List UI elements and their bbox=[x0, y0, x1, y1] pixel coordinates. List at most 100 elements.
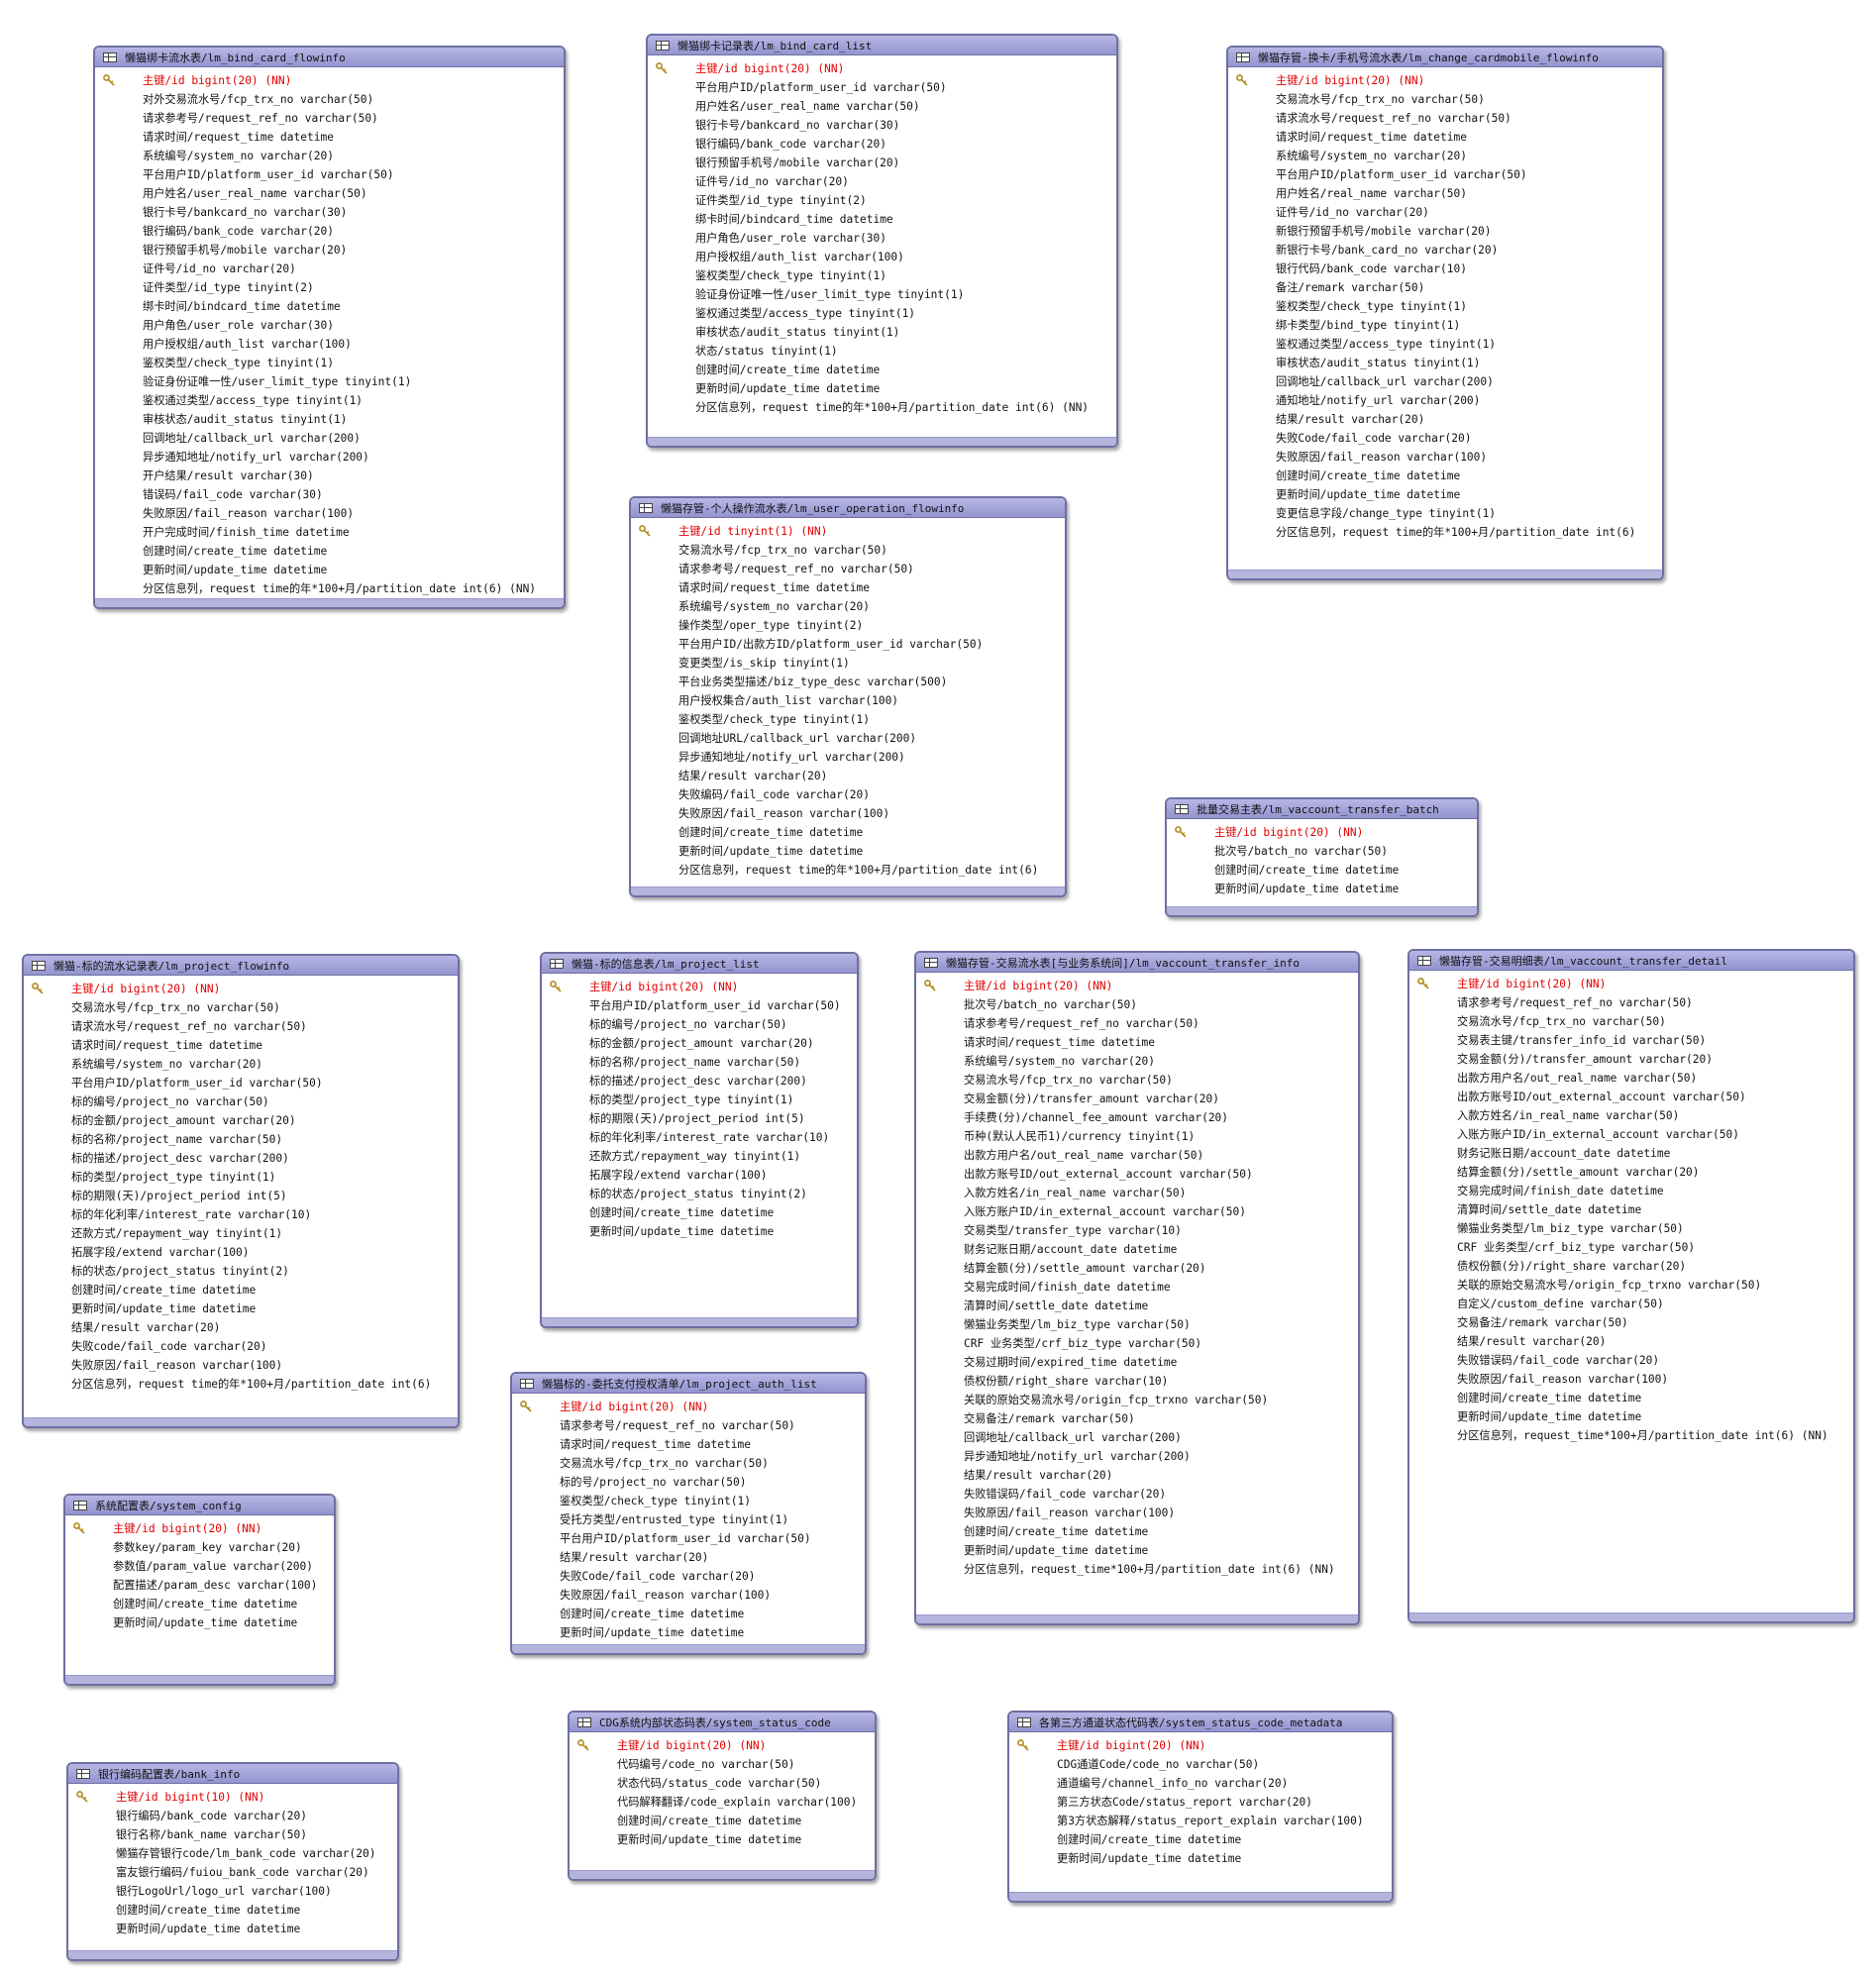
primary-key-column[interactable]: 主键/id bigint(20) (NN) bbox=[65, 1519, 334, 1538]
table-column[interactable]: 请求参考号/request_ref_no varchar(50) bbox=[631, 560, 1065, 578]
table-column[interactable]: 关联的原始交易流水号/origin_fcp_trxno varchar(50) bbox=[1409, 1276, 1853, 1295]
table-column[interactable]: 更新时间/update_time datetime bbox=[68, 1920, 397, 1938]
table-column[interactable]: 平台用户ID/出款方ID/platform_user_id varchar(50… bbox=[631, 635, 1065, 654]
primary-key-column[interactable]: 主键/id bigint(10) (NN) bbox=[68, 1788, 397, 1807]
table-column[interactable]: 创建时间/create_time datetime bbox=[631, 823, 1065, 842]
table-column[interactable]: 交易流水号/fcp_trx_no varchar(50) bbox=[512, 1454, 865, 1473]
table-column[interactable]: 银行卡号/bankcard_no varchar(30) bbox=[95, 203, 564, 222]
table-column[interactable]: 代码编号/code_no varchar(50) bbox=[570, 1755, 875, 1774]
table-column[interactable]: 变更类型/is_skip tinyint(1) bbox=[631, 654, 1065, 673]
table-column[interactable]: 出款方用户名/out_real_name varchar(50) bbox=[916, 1146, 1358, 1165]
table-column[interactable]: 状态代码/status_code varchar(50) bbox=[570, 1774, 875, 1793]
table-column[interactable]: 交易流水号/fcp_trx_no varchar(50) bbox=[1228, 90, 1662, 109]
table-column[interactable]: 懒猫业务类型/lm_biz_type varchar(50) bbox=[1409, 1219, 1853, 1238]
table-column[interactable]: 失败原因/fail_reason varchar(100) bbox=[631, 804, 1065, 823]
table-column[interactable]: 平台用户ID/platform_user_id varchar(50) bbox=[24, 1074, 458, 1092]
table-column[interactable]: 审核状态/audit_status tinyint(1) bbox=[1228, 354, 1662, 372]
table-column[interactable]: 更新时间/update_time datetime bbox=[631, 842, 1065, 861]
table-column[interactable]: 分区信息列，request time的年*100+月/partition_dat… bbox=[1228, 523, 1662, 542]
table-column[interactable]: 创建时间/create_time datetime bbox=[512, 1605, 865, 1623]
table-column[interactable]: 入账方账户ID/in_external_account varchar(50) bbox=[916, 1202, 1358, 1221]
table-column[interactable]: 交易过期时间/expired_time datetime bbox=[916, 1353, 1358, 1372]
table-column[interactable]: 鉴权通过类型/access_type tinyint(1) bbox=[95, 391, 564, 410]
table-column[interactable]: 拓展字段/extend varchar(100) bbox=[542, 1166, 857, 1185]
table-column[interactable]: 批次号/batch_no varchar(50) bbox=[916, 995, 1358, 1014]
table-column[interactable]: 鉴权类型/check_type tinyint(1) bbox=[648, 266, 1116, 285]
table-column[interactable]: 第三方状态Code/status_report varchar(20) bbox=[1009, 1793, 1392, 1812]
table-column[interactable]: 银行代码/bank_code varchar(10) bbox=[1228, 260, 1662, 278]
table-column[interactable]: 创建时间/create_time datetime bbox=[1409, 1389, 1853, 1407]
table-column[interactable]: 懒猫存管银行code/lm_bank_code varchar(20) bbox=[68, 1844, 397, 1863]
table-column[interactable]: 系统编号/system_no varchar(20) bbox=[24, 1055, 458, 1074]
table-column[interactable]: 交易完成时间/finish_date datetime bbox=[916, 1278, 1358, 1297]
primary-key-column[interactable]: 主键/id bigint(20) (NN) bbox=[24, 980, 458, 998]
table-column[interactable]: 银行LogoUrl/logo_url varchar(100) bbox=[68, 1882, 397, 1901]
table-column[interactable]: 更新时间/update_time datetime bbox=[916, 1541, 1358, 1560]
table-column[interactable]: 失败原因/fail_reason varchar(100) bbox=[1409, 1370, 1853, 1389]
table-column[interactable]: 系统编号/system_no varchar(20) bbox=[916, 1052, 1358, 1071]
table-column[interactable]: 更新时间/update_time datetime bbox=[24, 1299, 458, 1318]
table-column[interactable]: 用户授权组/auth_list varchar(100) bbox=[648, 248, 1116, 266]
table-column[interactable]: 交易金额(分)/transfer_amount varchar(20) bbox=[1409, 1050, 1853, 1069]
table-column[interactable]: 银行预留手机号/mobile varchar(20) bbox=[95, 241, 564, 260]
table-column[interactable]: 标的状态/project_status tinyint(2) bbox=[24, 1262, 458, 1281]
table-column[interactable]: 创建时间/create_time datetime bbox=[1167, 861, 1477, 880]
table-column[interactable]: 失败编码/fail_code varchar(20) bbox=[631, 785, 1065, 804]
table-column[interactable]: 失败错误码/fail_code varchar(20) bbox=[1409, 1351, 1853, 1370]
table-column[interactable]: 创建时间/create_time datetime bbox=[68, 1901, 397, 1920]
table-column[interactable]: 创建时间/create_time datetime bbox=[65, 1595, 334, 1613]
table-column[interactable]: 标的状态/project_status tinyint(2) bbox=[542, 1185, 857, 1203]
table-column[interactable]: 请求时间/request_time datetime bbox=[631, 578, 1065, 597]
table-column[interactable]: 结果/result varchar(20) bbox=[1409, 1332, 1853, 1351]
primary-key-column[interactable]: 主键/id bigint(20) (NN) bbox=[916, 977, 1358, 995]
table-column[interactable]: 备注/remark varchar(50) bbox=[1228, 278, 1662, 297]
table-column[interactable]: 平台用户ID/platform_user_id varchar(50) bbox=[542, 996, 857, 1015]
table-column[interactable]: 失败Code/fail_code varchar(20) bbox=[512, 1567, 865, 1586]
table-column[interactable]: 证件类型/id_type tinyint(2) bbox=[648, 191, 1116, 210]
table-column[interactable]: 结果/result varchar(20) bbox=[512, 1548, 865, 1567]
table-header[interactable]: 懒猫存管-换卡/手机号流水表/lm_change_cardmobile_flow… bbox=[1228, 48, 1662, 67]
table-column[interactable]: 债权份额(分)/right_share varchar(20) bbox=[1409, 1257, 1853, 1276]
table-column[interactable]: 创建时间/create_time datetime bbox=[648, 361, 1116, 379]
table-column[interactable]: 鉴权通过类型/access_type tinyint(1) bbox=[648, 304, 1116, 323]
table-column[interactable]: 关联的原始交易流水号/origin_fcp_trxno varchar(50) bbox=[916, 1391, 1358, 1409]
table-column[interactable]: 失败原因/fail_reason varchar(100) bbox=[95, 504, 564, 523]
table-column[interactable]: 出款方用户名/out_real_name varchar(50) bbox=[1409, 1069, 1853, 1088]
table-column[interactable]: 失败原因/fail_reason varchar(100) bbox=[24, 1356, 458, 1375]
table-column[interactable]: 分区信息列，request_time*100+月/partition_date … bbox=[916, 1560, 1358, 1579]
table-header[interactable]: 各第三方通道状态代码表/system_status_code_metadata bbox=[1009, 1713, 1392, 1732]
table-column[interactable]: 分区信息列，request time的年*100+月/partition_dat… bbox=[648, 398, 1116, 417]
table-column[interactable]: 证件号/id_no varchar(20) bbox=[95, 260, 564, 278]
table-column[interactable]: CRF 业务类型/crf_biz_type varchar(50) bbox=[1409, 1238, 1853, 1257]
table-column[interactable]: 交易金额(分)/transfer_amount varchar(20) bbox=[916, 1090, 1358, 1108]
table-column[interactable]: 创建时间/create_time datetime bbox=[1228, 467, 1662, 485]
table-column[interactable]: 通道编号/channel_info_no varchar(20) bbox=[1009, 1774, 1392, 1793]
primary-key-column[interactable]: 主键/id bigint(20) (NN) bbox=[648, 59, 1116, 78]
primary-key-column[interactable]: 主键/id bigint(20) (NN) bbox=[1009, 1736, 1392, 1755]
table-column[interactable]: 创建时间/create_time datetime bbox=[1009, 1830, 1392, 1849]
table-column[interactable]: 标的年化利率/interest_rate varchar(10) bbox=[24, 1205, 458, 1224]
table-column[interactable]: 鉴权类型/check_type tinyint(1) bbox=[631, 710, 1065, 729]
table-entity[interactable]: 懒猫存管-交易流水表[与业务系统间]/lm_vaccount_transfer_… bbox=[914, 951, 1360, 1625]
table-column[interactable]: 通知地址/notify_url varchar(200) bbox=[1228, 391, 1662, 410]
table-column[interactable]: 标的描述/project_desc varchar(200) bbox=[24, 1149, 458, 1168]
table-column[interactable]: 结果/result varchar(20) bbox=[916, 1466, 1358, 1485]
table-column[interactable]: 标的期限(天)/project_period int(5) bbox=[24, 1187, 458, 1205]
table-column[interactable]: 清算时间/settle_date datetime bbox=[916, 1297, 1358, 1315]
table-column[interactable]: 标的名称/project_name varchar(50) bbox=[24, 1130, 458, 1149]
table-column[interactable]: 还款方式/repayment_way tinyint(1) bbox=[24, 1224, 458, 1243]
table-header[interactable]: 懒猫-标的流水记录表/lm_project_flowinfo bbox=[24, 956, 458, 976]
table-column[interactable]: 异步通知地址/notify_url varchar(200) bbox=[916, 1447, 1358, 1466]
table-column[interactable]: 用户角色/user_role varchar(30) bbox=[95, 316, 564, 335]
table-column[interactable]: 更新时间/update_time datetime bbox=[95, 561, 564, 579]
table-column[interactable]: 交易完成时间/finish_date datetime bbox=[1409, 1182, 1853, 1200]
table-column[interactable]: 用户授权组/auth_list varchar(100) bbox=[95, 335, 564, 354]
table-entity[interactable]: 各第三方通道状态代码表/system_status_code_metadata 主… bbox=[1007, 1711, 1394, 1903]
table-column[interactable]: 更新时间/update_time datetime bbox=[1409, 1407, 1853, 1426]
table-column[interactable]: 请求时间/request_time datetime bbox=[512, 1435, 865, 1454]
table-column[interactable]: 入款方姓名/in_real_name varchar(50) bbox=[1409, 1106, 1853, 1125]
